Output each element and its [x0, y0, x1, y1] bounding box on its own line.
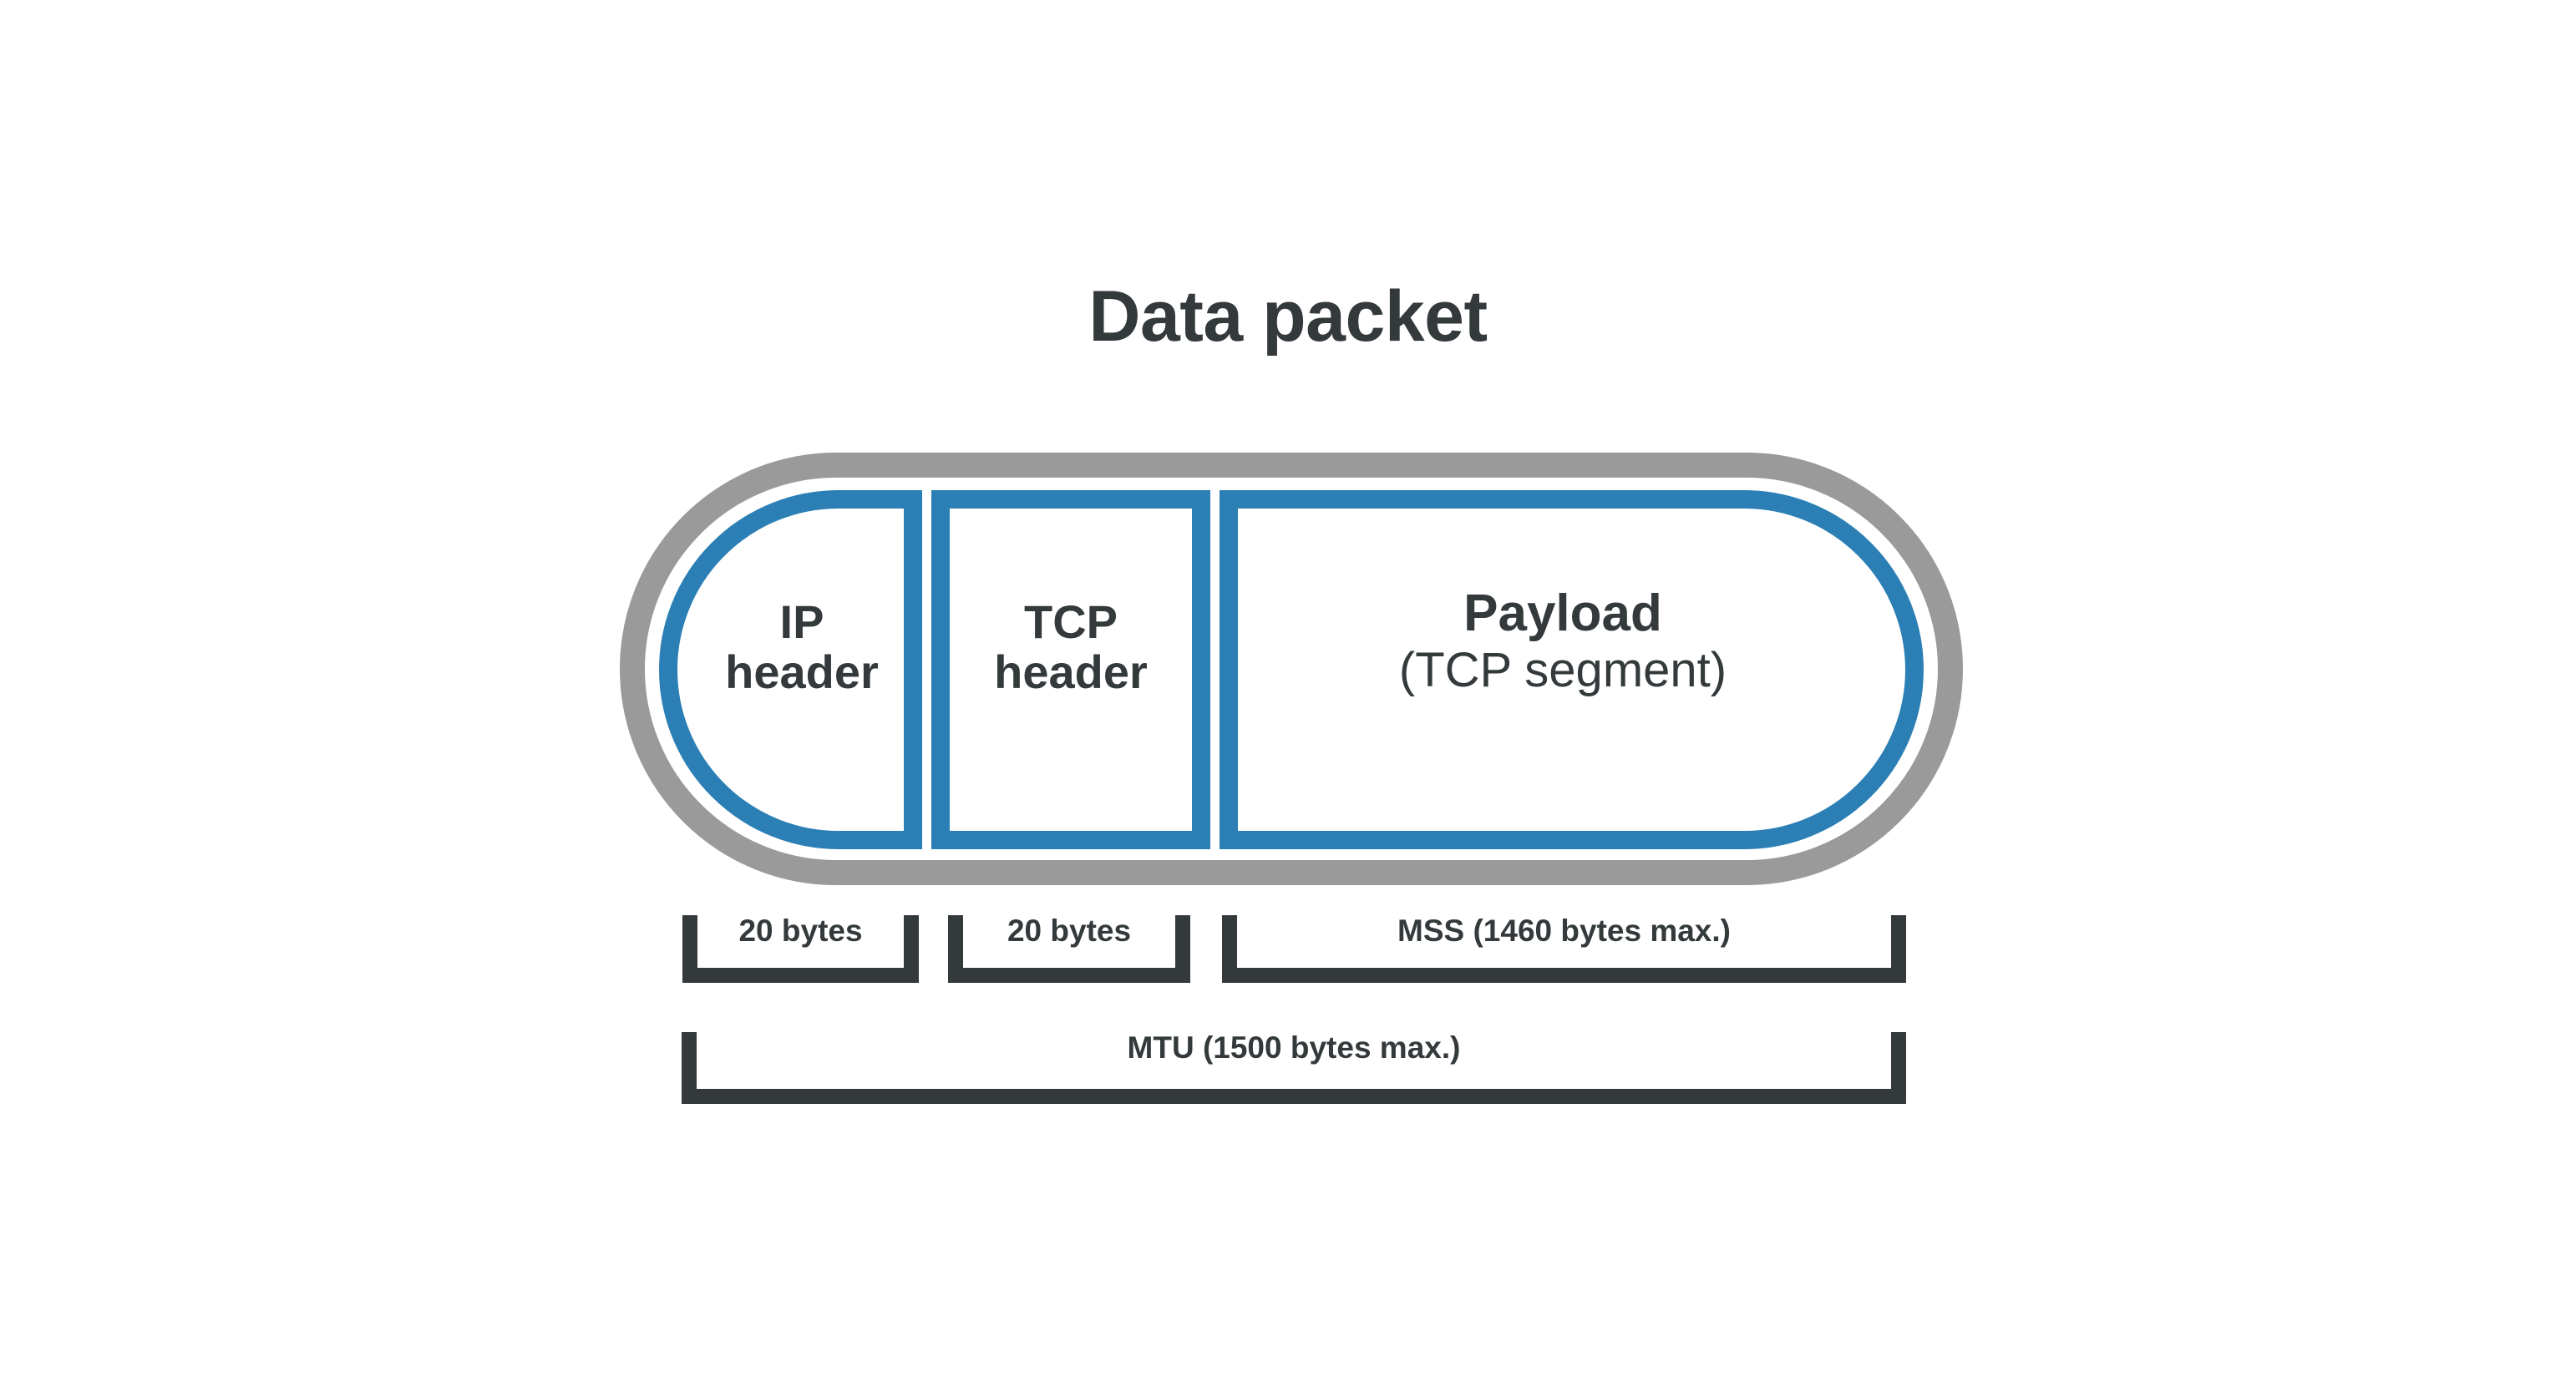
bracket-label-ip-size: 20 bytes [738, 914, 863, 948]
ip-header-label-line2: header [725, 645, 879, 699]
bracket-mtu [682, 1032, 1906, 1104]
payload-label: Payload (TCP segment) [1220, 585, 1906, 700]
ip-header-label: IP header [702, 595, 902, 699]
bracket-label-mss: MSS (1460 bytes max.) [1397, 914, 1731, 948]
tcp-header-label-line1: TCP [1024, 595, 1118, 648]
tcp-header-box-outline [931, 490, 1210, 849]
tcp-header-label-line2: header [994, 645, 1148, 699]
payload-box-outline [1220, 490, 1924, 849]
payload-label-line2: (TCP segment) [1398, 643, 1727, 698]
bracket-ip-size [682, 915, 919, 983]
bracket-mss [1222, 915, 1906, 983]
tcp-header-label: TCP header [941, 595, 1201, 699]
ip-header-box-outline [659, 490, 922, 849]
page-title: Data packet [1088, 276, 1488, 357]
payload-label-line1: Payload [1463, 585, 1662, 642]
bracket-label-mtu: MTU (1500 bytes max.) [1127, 1030, 1461, 1065]
bracket-tcp-size [948, 915, 1190, 983]
bracket-label-tcp-size: 20 bytes [1007, 914, 1132, 948]
ip-header-label-line1: IP [779, 595, 824, 648]
outer-capsule-outline [620, 453, 1963, 885]
